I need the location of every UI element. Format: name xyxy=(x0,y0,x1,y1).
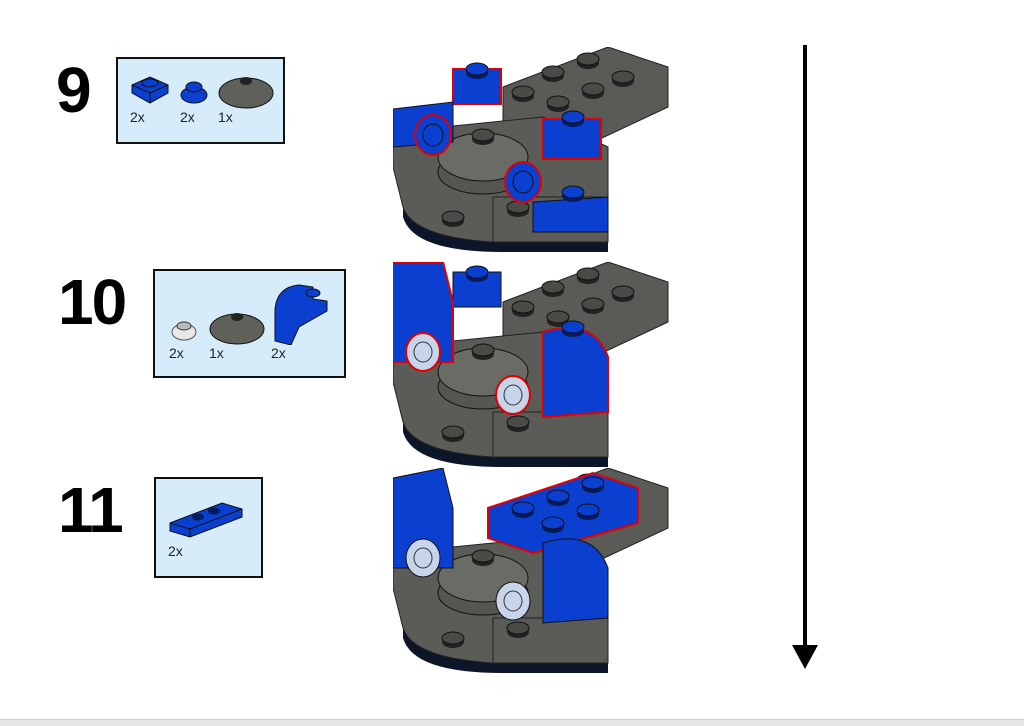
part-qty: 1x xyxy=(218,109,233,125)
part-qty: 1x xyxy=(209,345,224,361)
part-qty: 2x xyxy=(169,345,184,361)
blue-round-plate-icon xyxy=(180,81,208,104)
down-arrow-icon xyxy=(792,45,818,669)
clear-round-plate-icon xyxy=(171,321,197,341)
step-number-11: 11 xyxy=(58,474,124,546)
blue-plate-1x1-icon xyxy=(131,76,169,104)
model-step-11-illustration xyxy=(393,468,673,678)
parts-list-step-9: 2x 2x 1x xyxy=(116,57,285,144)
part-qty: 2x xyxy=(180,109,195,125)
parts-list-step-11: 2x xyxy=(154,477,263,578)
part-qty: 2x xyxy=(130,109,145,125)
parts-list-step-10: 2x 1x 2x xyxy=(153,269,346,378)
blue-curved-slope-icon xyxy=(274,284,328,345)
model-step-9-illustration xyxy=(393,47,673,257)
page-bottom-border xyxy=(0,719,1024,726)
model-step-10-illustration xyxy=(393,262,673,472)
gray-dish-icon xyxy=(218,77,274,109)
part-qty: 2x xyxy=(168,543,183,559)
blue-jumper-plate-icon xyxy=(169,502,243,538)
part-qty: 2x xyxy=(271,345,286,361)
step-number-10: 10 xyxy=(58,266,127,338)
step-number-9: 9 xyxy=(56,54,92,126)
gray-dish-icon xyxy=(209,313,265,345)
